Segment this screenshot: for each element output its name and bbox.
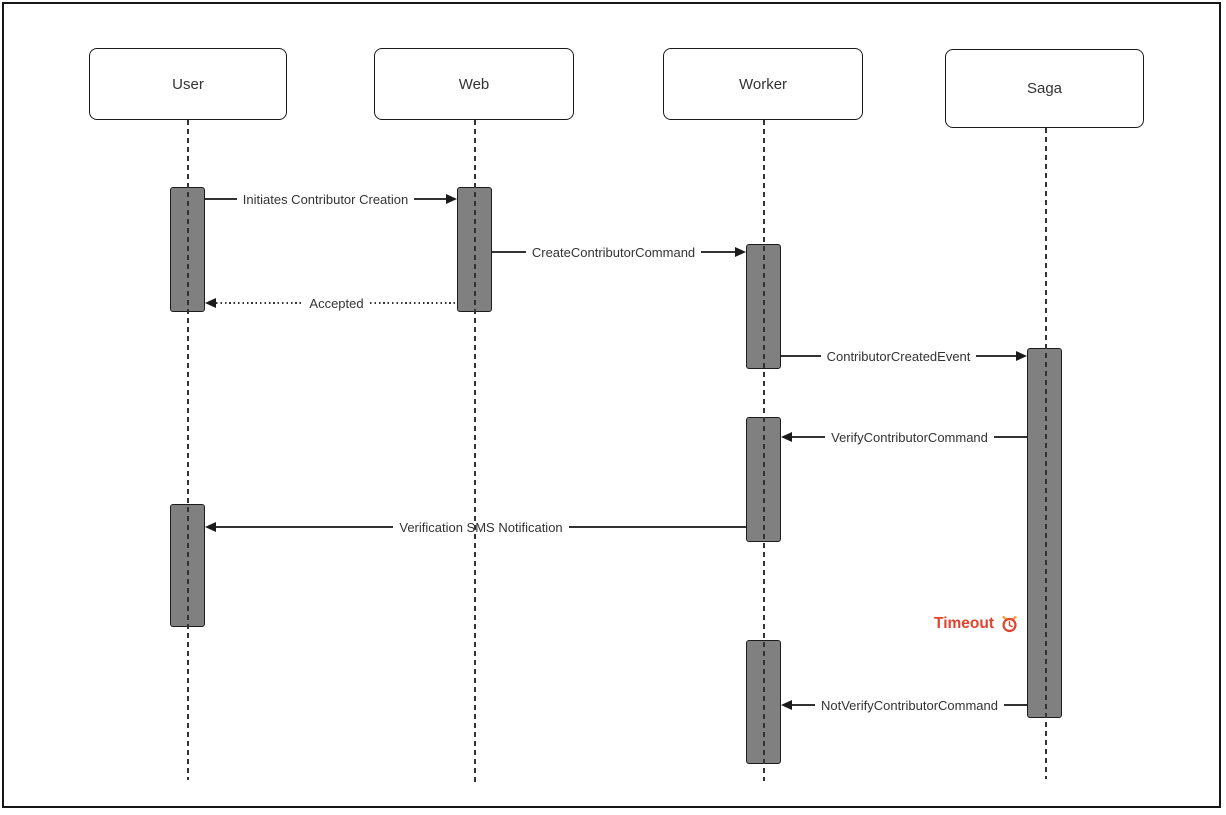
actor-label-web: Web [458,75,490,93]
message-line-dotted [369,302,458,304]
message-line [216,526,394,528]
lifeline-worker [763,120,765,781]
actor-box-worker: Worker [663,48,863,120]
message-line [976,355,1016,357]
message-verification-sms-notification: Verification SMS Notification [205,517,747,537]
message-line [414,198,447,200]
timeout-annotation: Timeout [872,612,1018,636]
actor-box-saga: Saga [945,49,1144,128]
message-not-verify-contributor-command: NotVerifyContributorCommand [781,695,1027,715]
actor-box-web: Web [374,48,574,120]
actor-label-user: User [172,75,204,93]
message-accepted: Accepted [205,293,458,313]
activation-bar-saga-1 [1027,348,1062,718]
arrowhead-left-icon [205,522,216,532]
arrowhead-right-icon [1016,351,1027,361]
message-line [792,436,826,438]
message-line [568,526,747,528]
actor-label-worker: Worker [738,75,788,93]
message-line [205,198,237,200]
message-initiates-contributor-creation: Initiates Contributor Creation [205,189,458,209]
message-label: VerifyContributorCommand [831,429,988,445]
arrowhead-right-icon [735,247,747,257]
message-verify-contributor-command: VerifyContributorCommand [781,427,1028,447]
message-create-contributor-command: CreateContributorCommand [492,242,747,262]
actor-label-saga: Saga [1026,80,1063,97]
arrowhead-left-icon [781,700,792,710]
message-label: CreateContributorCommand [531,244,696,260]
timeout-label: Timeout [934,615,994,632]
arrowhead-right-icon [446,194,458,204]
lifeline-saga [1045,128,1047,779]
message-contributor-created-event: ContributorCreatedEvent [781,346,1027,366]
message-line [792,704,815,706]
message-label: Verification SMS Notification [399,519,563,535]
lifeline-user [187,120,189,780]
message-line [993,436,1028,438]
message-line [701,251,736,253]
message-line [1004,704,1027,706]
message-line [781,355,821,357]
message-label: NotVerifyContributorCommand [820,697,999,713]
arrowhead-left-icon [781,432,792,442]
message-line-dotted [216,302,304,304]
message-label: Initiates Contributor Creation [242,191,409,207]
arrowhead-left-icon [205,298,216,308]
message-line [492,251,526,253]
message-label: Accepted [309,295,364,311]
actor-box-user: User [89,48,287,120]
lifeline-web [474,120,476,782]
message-label: ContributorCreatedEvent [826,348,971,364]
alarm-clock-icon [1001,615,1018,633]
